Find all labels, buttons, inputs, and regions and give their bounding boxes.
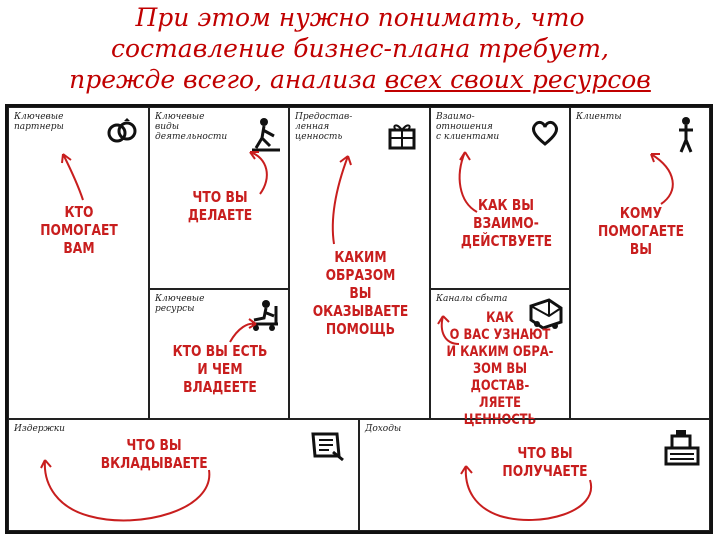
heart-icon <box>531 120 559 146</box>
hint-text: КАК О ВАС УЗНАЮТ И КАКИМ ОБРА- ЗОМ ВЫ ДО… <box>446 310 554 428</box>
block-label: Каналы сбыта <box>436 294 508 304</box>
block-label: Клиенты <box>576 112 622 122</box>
title-line-3: прежде всего, анализа всех своих ресурсо… <box>0 64 720 95</box>
block-label: Ключевые ресурсы <box>155 294 205 314</box>
worker-icon <box>252 118 280 152</box>
block-label: Взаимо- отношения с клиентами <box>436 112 500 142</box>
pointer-arrow <box>61 153 84 201</box>
block-cost-structure: Издержки ЧТО ВЫ ВКЛАДЫВАЕТЕ <box>8 419 359 531</box>
hint-text: КТО ПОМОГАЕТ ВАМ <box>40 203 118 257</box>
title-line-2: составление бизнес-плана требует, <box>111 34 609 63</box>
block-key-resources: Ключевые ресурсы КТО ВЫ ЕСТЬ И ЧЕМ ВЛАДЕ… <box>149 289 289 419</box>
pointer-arrow <box>437 315 460 345</box>
block-customer-segments: Клиенты КОМУ ПОМОГАЕТЕ ВЫ <box>570 107 710 419</box>
forklift-icon <box>252 300 278 331</box>
block-customer-relationships: Взаимо- отношения с клиентами КАК ВЫ ВЗА… <box>430 107 570 289</box>
gift-icon <box>388 124 416 150</box>
pointer-arrow <box>458 151 478 213</box>
rings-icon <box>107 118 137 143</box>
invoice-icon <box>311 432 344 462</box>
hint-text: ЧТО ВЫ ПОЛУЧАЕТЕ <box>502 444 588 480</box>
title-line-3-text: прежде всего, анализа <box>69 65 385 94</box>
block-label: Доходы <box>365 424 402 434</box>
pointer-arrow <box>249 151 268 195</box>
title-line-1: При этом нужно понимать, что <box>135 3 585 32</box>
pointer-arrow <box>229 318 257 343</box>
block-label: Предостав- ленная ценность <box>295 112 353 142</box>
truck-icon <box>529 298 563 330</box>
hint-text: КАКИМ ОБРАЗОМ ВЫ ОКАЗЫВАЕТЕ ПОМОЩЬ <box>312 248 409 338</box>
block-revenue-streams: Доходы ЧТО ВЫ ПОЛУЧАЕТЕ <box>359 419 710 531</box>
hint-text: ЧТО ВЫ ВКЛАДЫВАЕТЕ <box>100 436 208 472</box>
block-channels: Каналы сбыта КАК О ВАС УЗНАЮТ И КАКИМ ОБ… <box>430 289 570 428</box>
business-model-canvas: Ключевые партнеры КТО ПОМОГАЕТ ВАМ Ключе… <box>5 104 713 534</box>
pointer-arrow <box>40 459 211 522</box>
slide-title: При этом нужно понимать, что составление… <box>0 2 720 95</box>
hint-text: КАК ВЫ ВЗАИМО- ДЕЙСТВУЕТЕ <box>460 196 553 250</box>
block-label: Ключевые виды деятельности <box>155 112 228 142</box>
person-icon <box>679 117 693 153</box>
pointer-arrow <box>650 153 674 205</box>
hint-text: КОМУ ПОМОГАЕТЕ ВЫ <box>597 204 684 258</box>
block-key-activities: Ключевые виды деятельности ЧТО ВЫ ДЕЛАЕТ… <box>149 107 289 289</box>
title-underlined-text: всех своих ресурсов <box>384 65 651 94</box>
cash-register-icon <box>664 430 700 466</box>
block-label: Издержки <box>14 424 65 434</box>
block-label: Ключевые партнеры <box>14 112 64 132</box>
block-value-propositions: Предостав- ленная ценность КАКИМ ОБРАЗОМ… <box>289 107 430 419</box>
hint-text: КТО ВЫ ЕСТЬ И ЧЕМ ВЛАДЕЕТЕ <box>172 342 268 396</box>
hint-text: ЧТО ВЫ ДЕЛАЕТЕ <box>187 188 253 224</box>
block-key-partners: Ключевые партнеры КТО ПОМОГАЕТ ВАМ <box>8 107 149 419</box>
pointer-arrow <box>460 465 593 521</box>
pointer-arrow <box>331 155 352 245</box>
